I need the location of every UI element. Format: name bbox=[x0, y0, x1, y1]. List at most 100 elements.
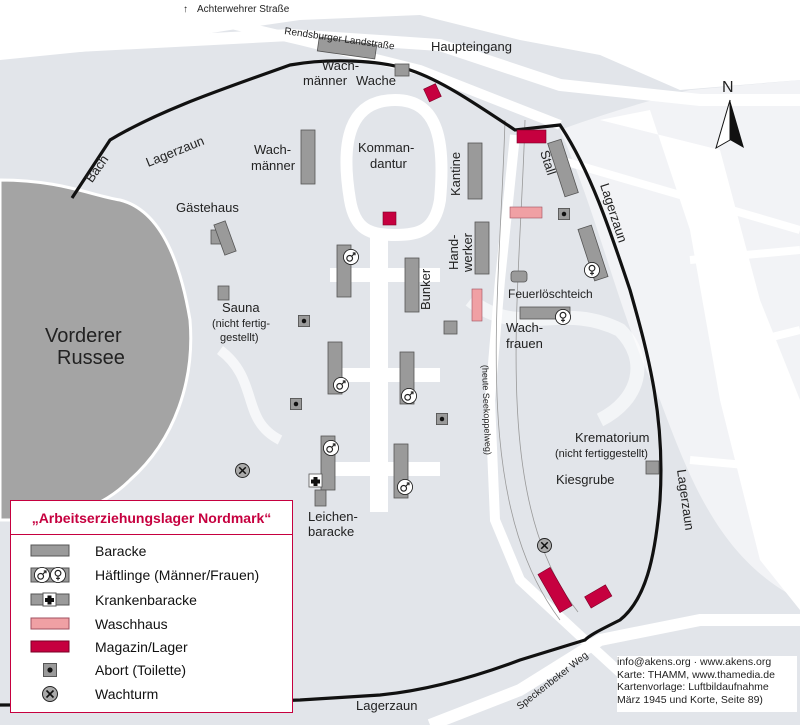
credits-map-author: Karte: THAMM, www.thamedia.de bbox=[617, 668, 775, 681]
barrack-kantine bbox=[467, 142, 483, 200]
legend: „Arbeitserziehungslager Nordmark“ Barack… bbox=[10, 500, 293, 713]
legend-label: Baracke bbox=[95, 543, 147, 559]
label-kiesgrube: Kiesgrube bbox=[556, 472, 615, 487]
barrack-feuerloeschteich bbox=[510, 270, 528, 283]
label-krematorium-2: (nicht fertiggestellt) bbox=[555, 448, 648, 460]
legend-item-magazine: Magazin/Lager bbox=[11, 637, 188, 657]
male-symbol bbox=[333, 377, 349, 393]
label-russee: Russee bbox=[57, 347, 125, 369]
toilet-symbol bbox=[298, 315, 310, 327]
label-lagerzaun-s: Lagerzaun bbox=[356, 698, 417, 713]
magazine-south-1 bbox=[537, 567, 573, 613]
barrack-icon bbox=[30, 544, 70, 557]
hospital-barrack bbox=[308, 473, 323, 488]
barrack-wache bbox=[394, 63, 410, 77]
watchtower-icon bbox=[42, 686, 58, 702]
magazine-south-2 bbox=[584, 584, 613, 609]
barrack-wachmaenner-left bbox=[300, 129, 316, 185]
male-symbol bbox=[401, 388, 417, 404]
hospital-barrack-icon bbox=[30, 592, 70, 607]
prisoner-icon bbox=[30, 567, 70, 583]
label-kantine: Kantine bbox=[448, 152, 463, 196]
camp-fence bbox=[0, 59, 663, 707]
label-wachmaenner-left-2: männer bbox=[251, 158, 296, 173]
label-kommandantur-2: dantur bbox=[370, 156, 408, 171]
label-sauna-2: (nicht fertig- bbox=[212, 318, 270, 330]
arrow-up-icon: ↑ bbox=[183, 4, 188, 15]
barrack-bunker bbox=[404, 257, 420, 313]
label-leichenbaracke: Leichen- bbox=[308, 509, 358, 524]
label-gaestehaus: Gästehaus bbox=[176, 200, 239, 215]
label-achterwehrer-strasse: Achterwehrer Straße bbox=[197, 4, 290, 15]
legend-label: Abort (Toilette) bbox=[95, 662, 187, 678]
legend-item-toilet: Abort (Toilette) bbox=[11, 660, 186, 680]
barrack-sauna bbox=[217, 285, 230, 301]
label-sauna-3: gestellt) bbox=[220, 332, 259, 344]
legend-label: Krankenbaracke bbox=[95, 592, 197, 608]
label-handwerker: Hand- bbox=[446, 235, 461, 270]
male-symbol bbox=[323, 440, 339, 456]
label-wachmaenner-top-2: männer bbox=[303, 73, 348, 88]
credits-contact: info@akens.org · www.akens.org bbox=[617, 656, 772, 668]
legend-label: Wachturm bbox=[95, 686, 159, 702]
legend-label: Magazin/Lager bbox=[95, 639, 188, 655]
watchtower-symbol bbox=[537, 538, 552, 553]
washhouse-1 bbox=[509, 206, 543, 219]
credits-source-2: März 1945 und Korte, Seite 89) bbox=[617, 693, 763, 706]
legend-item-prisoner: Häftlinge (Männer/Frauen) bbox=[11, 565, 259, 585]
svg-text:N: N bbox=[722, 79, 734, 96]
label-wachfrauen: Wach- bbox=[506, 320, 543, 335]
label-vorderer: Vorderer bbox=[45, 325, 122, 347]
label-sauna: Sauna bbox=[222, 300, 260, 315]
label-wachmaenner-left: Wach- bbox=[254, 142, 291, 157]
legend-label: Waschhaus bbox=[95, 616, 168, 632]
barrack-east-1 bbox=[577, 224, 609, 282]
label-bunker: Bunker bbox=[418, 268, 433, 310]
female-symbol bbox=[584, 262, 600, 278]
label-feuerloeschteich: Feuerlöschteich bbox=[508, 287, 593, 301]
magazine-kommandantur bbox=[382, 211, 397, 226]
magazine-east-gate bbox=[516, 129, 547, 144]
road-rendsburger bbox=[0, 28, 800, 106]
barrack-wachmaenner-top bbox=[316, 36, 378, 60]
road-speckenbeker bbox=[427, 614, 800, 725]
barrack-leichen bbox=[314, 489, 327, 507]
label-krematorium: Krematorium bbox=[575, 430, 649, 445]
legend-item-barrack: Baracke bbox=[11, 541, 146, 561]
barrack-krematorium bbox=[645, 460, 660, 475]
label-kommandantur: Komman- bbox=[358, 140, 414, 155]
legend-divider bbox=[11, 534, 292, 535]
toilet-symbol bbox=[558, 208, 570, 220]
legend-title: „Arbeitserziehungslager Nordmark“ bbox=[31, 510, 272, 526]
legend-item-washhouse: Waschhaus bbox=[11, 614, 168, 634]
barrack-stall bbox=[547, 138, 579, 198]
label-leichenbaracke-2: baracke bbox=[308, 524, 354, 539]
legend-item-hospital: Krankenbaracke bbox=[11, 590, 197, 610]
label-wachfrauen-2: frauen bbox=[506, 336, 543, 351]
watchtower-symbol bbox=[235, 463, 250, 478]
washhouse-2 bbox=[471, 288, 483, 322]
credits-source-1: Kartenvorlage: Luftbildaufnahme bbox=[617, 681, 769, 693]
label-wache: Wache bbox=[356, 73, 396, 88]
label-stall: Stall bbox=[537, 148, 559, 177]
label-haupteingang: Haupteingang bbox=[431, 39, 512, 54]
magazine-icon bbox=[30, 640, 70, 653]
legend-item-watchtower: Wachturm bbox=[11, 684, 158, 704]
north-arrow: N bbox=[715, 79, 744, 150]
female-symbol bbox=[555, 309, 571, 325]
toilet-icon bbox=[43, 663, 57, 677]
magazine-gate bbox=[423, 83, 442, 103]
label-handwerker-2: werker bbox=[460, 232, 475, 273]
male-symbol bbox=[343, 249, 359, 265]
barrack-handwerker bbox=[474, 221, 490, 275]
toilet-symbol bbox=[436, 413, 448, 425]
barrack-small-center bbox=[443, 320, 458, 335]
legend-label: Häftlinge (Männer/Frauen) bbox=[95, 567, 260, 583]
credits-box: info@akens.org · www.akens.org Karte: TH… bbox=[617, 656, 797, 712]
male-symbol bbox=[397, 479, 413, 495]
label-seekoppelweg: (heute Seekoppelweg) bbox=[480, 365, 493, 455]
barrack-gaestehaus-2 bbox=[213, 220, 237, 256]
toilet-symbol bbox=[290, 398, 302, 410]
label-wachmaenner-top: Wach- bbox=[322, 58, 359, 73]
washhouse-icon bbox=[30, 617, 70, 630]
